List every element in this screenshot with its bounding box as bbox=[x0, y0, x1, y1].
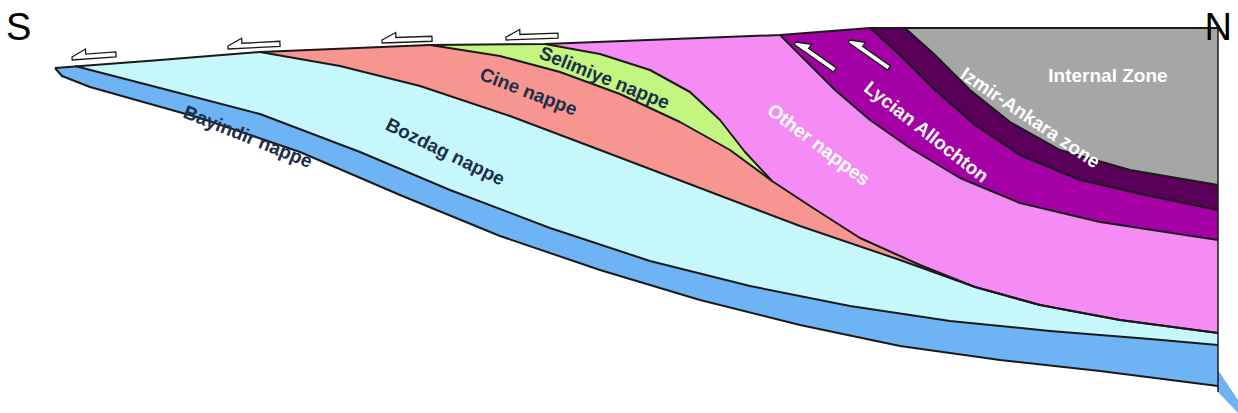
shear-arrow bbox=[506, 28, 558, 40]
shear-arrow bbox=[848, 34, 893, 70]
direction-label: S bbox=[6, 8, 31, 46]
nappe-boundary bbox=[260, 52, 1218, 333]
nappe-band: Internal Zone bbox=[1048, 66, 1167, 87]
nappe-boundary bbox=[780, 35, 1218, 240]
direction-label: N bbox=[1205, 8, 1232, 46]
bayindir-tail bbox=[1218, 370, 1238, 413]
bozdag-band bbox=[75, 28, 1218, 345]
nappe-name: Internal Zone bbox=[1048, 66, 1167, 87]
cine-band bbox=[260, 28, 1218, 333]
nappe-boundary bbox=[75, 66, 1218, 345]
shear-arrow bbox=[382, 31, 432, 43]
shear-arrow bbox=[72, 47, 117, 60]
shear-arrow bbox=[228, 36, 280, 49]
shear-arrow bbox=[794, 36, 839, 72]
lycian-band bbox=[780, 28, 1218, 240]
section-edge bbox=[1217, 28, 1219, 392]
nappe-boundary bbox=[55, 28, 1218, 68]
other-nappes-band bbox=[545, 28, 1218, 333]
bayindir-band bbox=[55, 28, 1218, 386]
